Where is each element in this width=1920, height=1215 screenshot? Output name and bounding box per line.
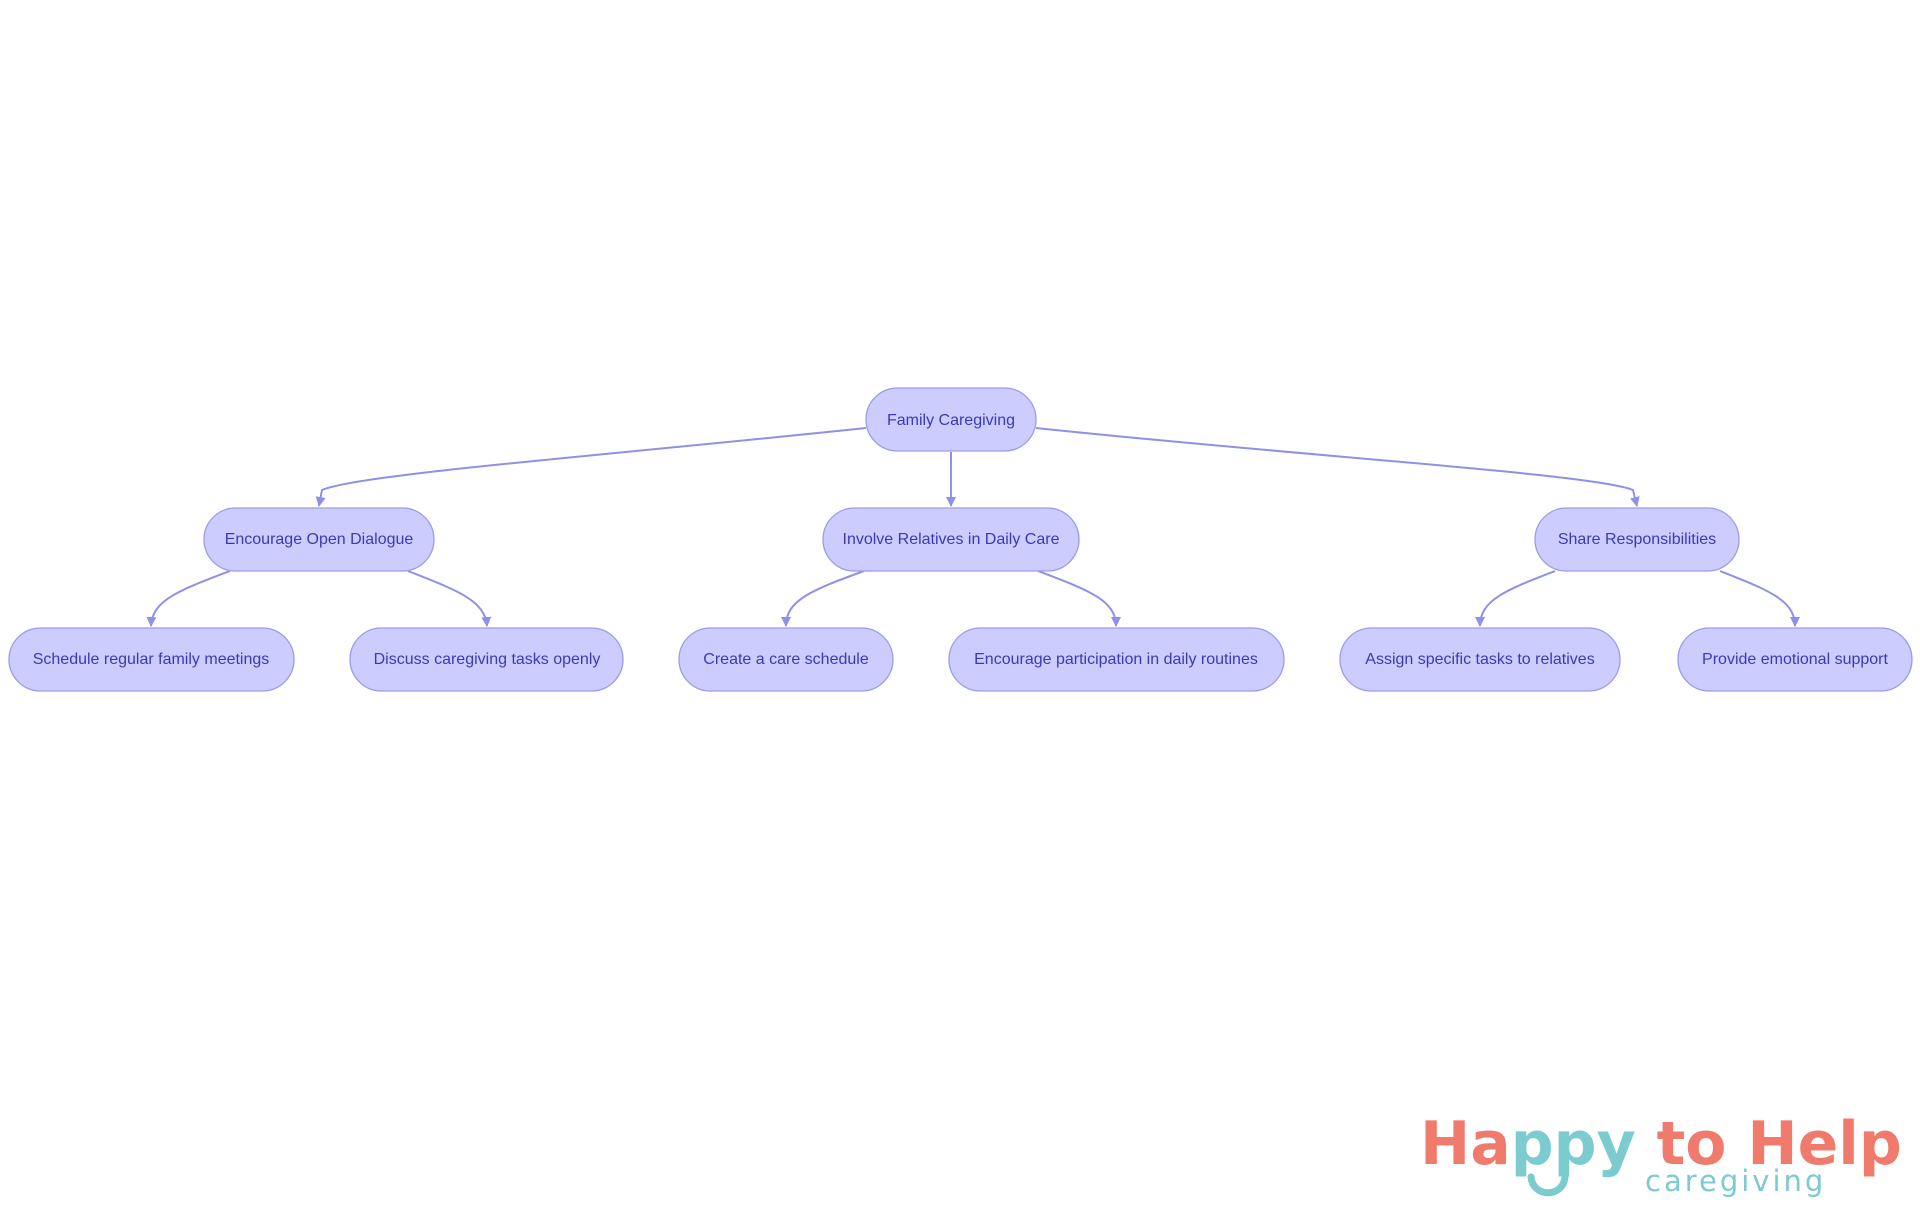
edge-open-dialogue-to-family-meetings [146,570,231,627]
node-schedule-family-meetings: Schedule regular family meetings [8,627,295,692]
node-family-caregiving: Family Caregiving [865,387,1037,452]
node-discuss-caregiving-tasks-label: Discuss caregiving tasks openly [374,651,601,668]
node-involve-relatives-daily-care: Involve Relatives in Daily Care [822,507,1080,572]
node-encourage-daily-routines-label: Encourage participation in daily routine… [974,651,1258,668]
node-provide-emotional-support: Provide emotional support [1677,627,1913,692]
node-schedule-family-meetings-label: Schedule regular family meetings [33,651,270,668]
node-encourage-daily-routines: Encourage participation in daily routine… [948,627,1285,692]
edge-daily-care-to-care-schedule [781,570,865,627]
logo-word-ppy: ppy [1511,1109,1636,1179]
node-family-caregiving-label: Family Caregiving [887,412,1015,429]
node-assign-specific-tasks-label: Assign specific tasks to relatives [1365,651,1594,668]
edge-root-to-open-dialogue [315,427,867,507]
logo-word-to-help: to Help [1636,1109,1902,1179]
edge-open-dialogue-to-discuss-tasks [407,570,492,627]
happy-to-help-logo: Happy to Help caregiving [1420,1109,1902,1198]
edge-root-to-share-responsibilities [1035,427,1640,507]
logo-smile-icon [1527,1173,1569,1197]
logo-word-ha: Ha [1420,1109,1511,1179]
edge-share-responsibilities-to-emotional-support [1719,570,1800,627]
edge-share-responsibilities-to-assign-tasks [1475,570,1556,627]
node-encourage-open-dialogue: Encourage Open Dialogue [203,507,435,572]
node-involve-relatives-daily-care-label: Involve Relatives in Daily Care [843,531,1060,548]
edge-daily-care-to-daily-routines [1037,570,1121,627]
node-create-care-schedule-label: Create a care schedule [703,651,869,668]
node-share-responsibilities: Share Responsibilities [1534,507,1740,572]
node-discuss-caregiving-tasks: Discuss caregiving tasks openly [349,627,624,692]
node-share-responsibilities-label: Share Responsibilities [1558,531,1716,548]
node-encourage-open-dialogue-label: Encourage Open Dialogue [225,531,414,548]
logo-text: Happy to Help [1420,1109,1902,1179]
node-provide-emotional-support-label: Provide emotional support [1702,651,1888,668]
node-create-care-schedule: Create a care schedule [678,627,894,692]
logo-tagline: caregiving [1645,1164,1826,1198]
node-assign-specific-tasks: Assign specific tasks to relatives [1339,627,1621,692]
